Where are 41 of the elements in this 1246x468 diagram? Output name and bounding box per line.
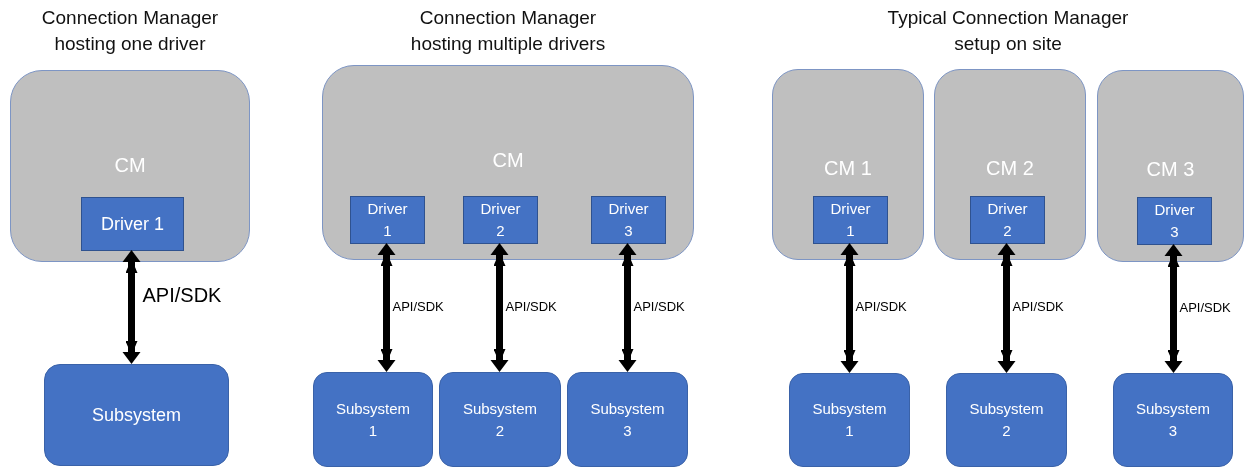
manager-box <box>322 65 694 260</box>
subsystem-box <box>789 373 910 467</box>
subsystem-label: Subsystem 3 <box>1134 399 1212 441</box>
subsystem-box <box>439 372 561 467</box>
driver-box <box>463 196 538 244</box>
subsystem-label: Subsystem 1 <box>334 398 412 441</box>
driver-label: Driver 2 <box>986 199 1029 241</box>
subsystem-label: Subsystem 1 <box>811 399 888 441</box>
driver-box <box>350 196 425 244</box>
manager-box <box>1097 70 1244 262</box>
driver-box <box>81 197 184 251</box>
manager-label: CM 2 <box>986 156 1034 181</box>
manager-label: CM <box>492 148 524 173</box>
driver-box <box>970 196 1045 244</box>
driver-box <box>813 196 888 244</box>
manager-label: CM 3 <box>1146 157 1195 182</box>
manager-label: CM 1 <box>824 156 872 181</box>
subsystem-label: Subsystem <box>91 403 181 427</box>
section-heading: Connection Manager hosting multiple drivers <box>409 6 607 56</box>
driver-box <box>591 196 666 244</box>
subsystem-label: Subsystem 2 <box>461 398 539 441</box>
subsystem-label: Subsystem 2 <box>968 399 1045 441</box>
driver-box <box>1137 197 1212 245</box>
subsystem-box <box>313 372 433 467</box>
subsystem-box <box>1113 373 1233 467</box>
section-heading: Connection Manager hosting one driver <box>40 6 220 56</box>
subsystem-label: Subsystem 3 <box>589 398 666 441</box>
driver-label: Driver 1 <box>366 199 409 241</box>
manager-label: CM <box>114 153 146 178</box>
driver-label: Driver 1 <box>829 199 872 241</box>
subsystem-box <box>44 364 229 466</box>
driver-label: Driver 1 <box>101 212 164 236</box>
subsystem-box <box>567 372 688 467</box>
section-heading: Typical Connection Manager setup on site <box>886 6 1130 56</box>
manager-box <box>934 69 1086 260</box>
manager-box <box>772 69 924 260</box>
manager-box <box>10 70 250 262</box>
driver-label: Driver 3 <box>1153 200 1196 242</box>
driver-label: Driver 2 <box>479 199 522 241</box>
driver-label: Driver 3 <box>607 199 650 241</box>
subsystem-box <box>946 373 1067 467</box>
